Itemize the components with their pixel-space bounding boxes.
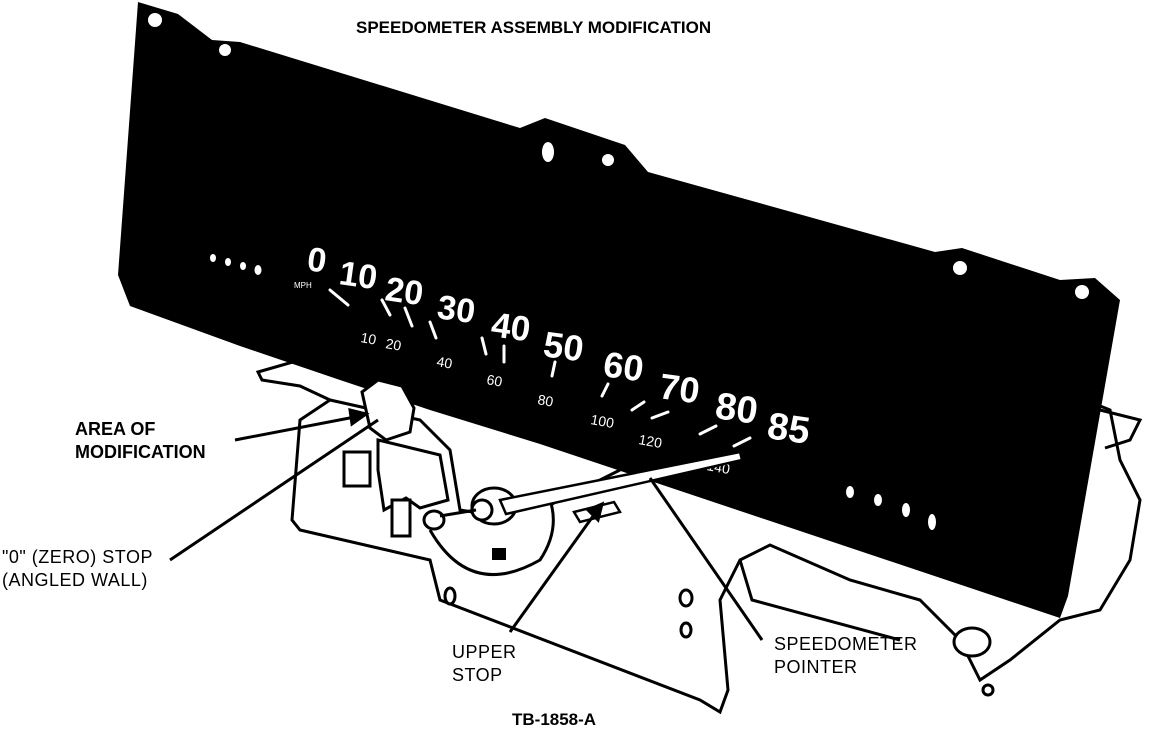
stop-bracket	[376, 438, 450, 513]
indicator-lights-left	[210, 254, 262, 275]
callout-speedometer-pointer-line2: POINTER	[774, 657, 858, 677]
figure-title: SPEEDOMETER ASSEMBLY MODIFICATION	[356, 18, 712, 37]
bracket-slot	[342, 450, 372, 488]
plate-hole	[678, 588, 694, 608]
speedometer-pointer	[498, 450, 744, 516]
mph-mark: 85	[765, 405, 813, 452]
callout-zero-stop: "0" (ZERO) STOP	[2, 547, 153, 567]
mph-mark: 10	[337, 254, 380, 297]
housing-fold	[738, 559, 901, 642]
zero-stop-block	[360, 378, 416, 442]
mount-hole	[602, 154, 614, 166]
cable-fitting	[952, 626, 992, 658]
kmh-mark: 100	[589, 411, 615, 431]
bracket-slot	[390, 498, 412, 538]
callout-area-of-modification-line2: MODIFICATION	[75, 442, 206, 462]
mph-mark: 40	[489, 305, 533, 349]
mount-hole	[542, 142, 554, 162]
gear-disk	[428, 499, 555, 576]
mph-unit: MPH	[294, 281, 312, 290]
callout-upper-stop: UPPER	[452, 642, 517, 662]
speedometer-face	[118, 2, 1120, 618]
indicator-lights-right	[846, 486, 936, 530]
mph-scale: 0 10 20 30 40 50 60 70 80 85 MPH	[294, 240, 812, 453]
figure-code: TB-1858-A	[512, 710, 597, 729]
callout-area-of-modification: AREA OF	[75, 419, 156, 439]
mph-mark: 80	[713, 385, 761, 432]
kmh-mark: 10	[359, 329, 377, 347]
mount-hole	[219, 44, 231, 56]
dial-ticks	[328, 288, 752, 448]
pointer-shaft	[439, 508, 477, 518]
mph-mark: 50	[541, 323, 586, 369]
mount-hole	[1075, 285, 1089, 299]
kmh-mark: 120	[637, 431, 663, 451]
mph-mark: 20	[383, 270, 426, 313]
kmh-scale: 10 20 40 60 80 100 120 140	[359, 329, 731, 477]
pointer-tail	[422, 509, 446, 531]
mph-mark: 30	[435, 288, 478, 331]
mount-hole	[148, 13, 162, 27]
right-bracket	[1099, 408, 1143, 450]
callout-upper-stop-line2: STOP	[452, 665, 503, 685]
callout-zero-stop-line2: (ANGLED WALL)	[2, 570, 148, 590]
mph-mark: 70	[657, 365, 702, 411]
leader-lines	[169, 408, 764, 641]
kmh-mark: 60	[485, 371, 503, 389]
kmh-mark: 20	[384, 335, 402, 353]
mount-hole	[953, 261, 967, 275]
mph-mark: 60	[601, 343, 646, 389]
plate-hole	[443, 586, 457, 606]
kmh-mark: 80	[536, 391, 554, 409]
plate-hole	[981, 683, 995, 697]
gear-segment	[492, 548, 506, 560]
callout-speedometer-pointer: SPEEDOMETER	[774, 634, 918, 654]
plate-hole	[679, 621, 693, 639]
kmh-mark: 40	[435, 353, 453, 371]
